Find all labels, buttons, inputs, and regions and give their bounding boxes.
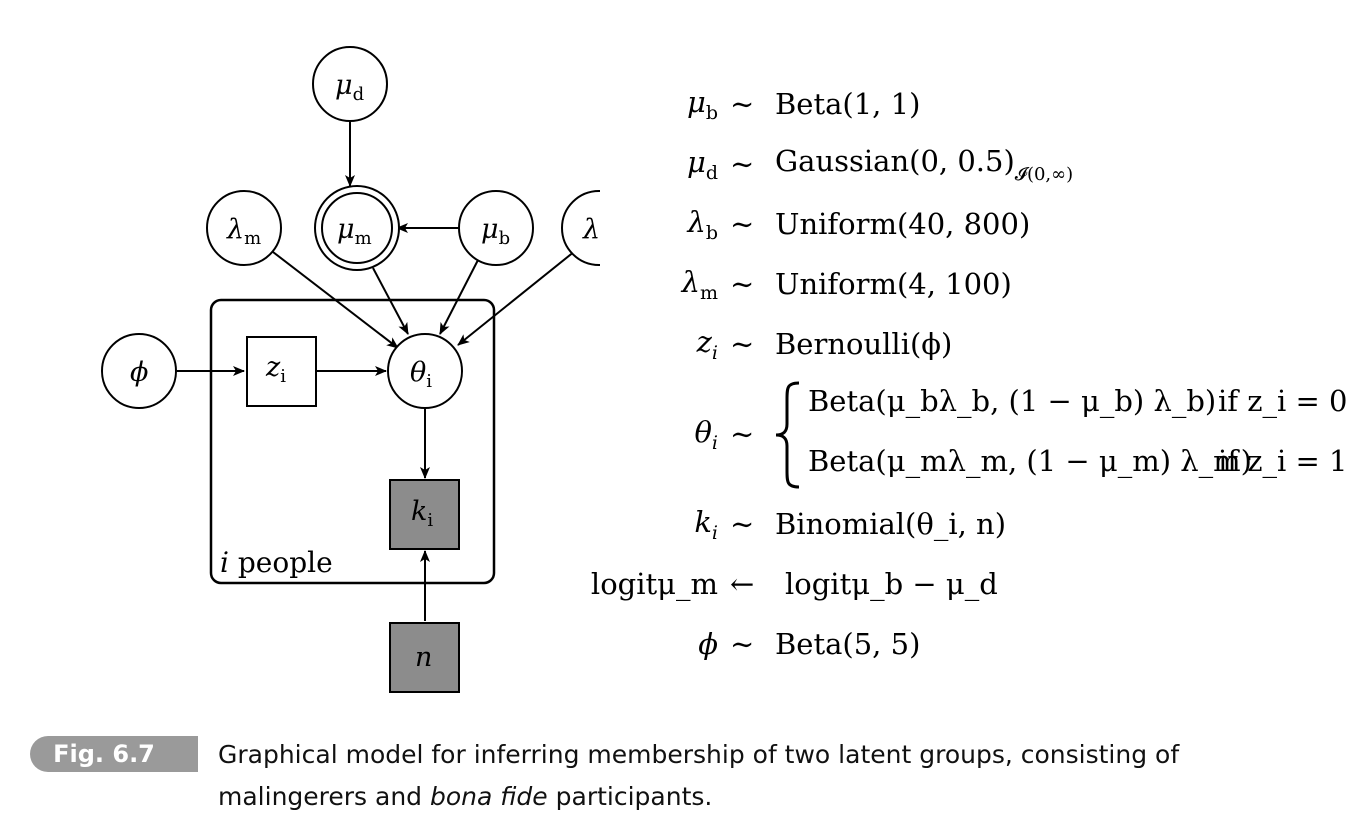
edge-lambdab-theta [457,250,576,346]
edges [177,121,576,621]
edge-mum-theta [372,267,409,335]
node-phi: ϕ [101,333,177,409]
node-lambda-b: λb [561,190,600,266]
node-mu-b: μb [458,190,534,266]
graphical-model: i people μd μm λm μb λb [101,46,600,693]
svg-text:μm: μm [337,214,372,249]
figure-caption: Graphical model for inferring membership… [218,740,1180,811]
plate-i-people [209,298,496,585]
svg-text:μd: μd [335,70,364,105]
node-theta-i: θi [387,333,463,409]
svg-text:λb: λb [582,214,600,249]
node-mu-d: μd [312,46,388,122]
node-mu-m: μm [314,185,400,271]
svg-text:θi: θi [410,357,432,392]
svg-text:ki: ki [411,496,433,531]
cases-brace [775,381,800,489]
edge-lambdam-theta [272,251,399,349]
node-z-i: zi [246,336,317,407]
plate-label: i people [220,546,333,579]
theta-case-2-condition: if z_i = 1 [1218,444,1348,478]
edge-mub-theta [439,259,479,335]
svg-text:μb: μb [481,214,510,249]
node-lambda-m: λm [206,190,282,266]
svg-text:zi: zi [265,352,286,387]
theta-case-1: Beta(μ_bλ_b, (1 − μ_b) λ_b) [808,384,1217,418]
svg-text:ϕ: ϕ [130,357,148,388]
svg-text:λm: λm [226,214,261,249]
svg-text:n: n [415,642,432,673]
node-k-i: ki [389,479,460,550]
figure-tag: Fig. 6.7 [30,736,198,772]
theta-case-1-condition: if z_i = 0 [1218,384,1348,418]
theta-case-2: Beta(μ_mλ_m, (1 − μ_m) λ_m) [808,444,1252,478]
node-n: n [389,622,460,693]
